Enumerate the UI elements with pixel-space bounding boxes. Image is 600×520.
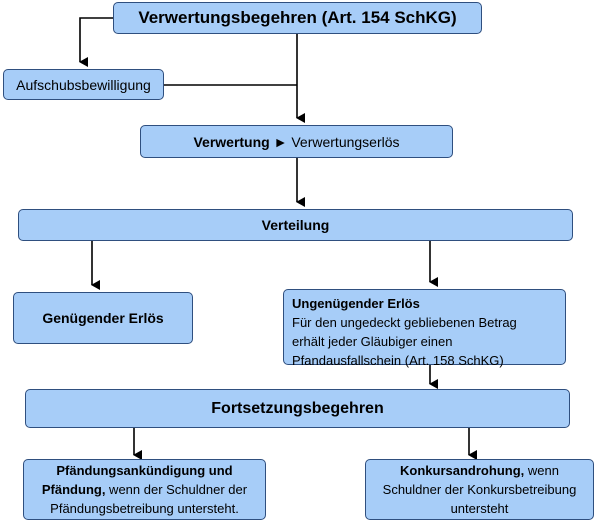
ungenuegender-erloes-box: Ungenügender Erlös Für den ungedeckt geb… <box>283 289 566 368</box>
verwertung-bold: Verwertung <box>193 133 270 150</box>
ungenuegender-line-2: erhält jeder Gläubiger einen <box>292 334 453 349</box>
genuegender-erloes-box: Genügender Erlös <box>13 292 193 344</box>
pfaendung-bold: Pfändung, <box>41 482 106 497</box>
pfaendung-line-1: Pfändungsankündigung und <box>56 463 233 478</box>
pfaendung-box: Pfändungsankündigung und Pfändung, wenn … <box>23 459 266 520</box>
verwertung-label: Verwertung ► Verwertungserlös <box>193 134 399 150</box>
konkurs-line-3: untersteht <box>450 501 509 516</box>
verwertungserloes-label: Verwertungserlös <box>291 133 400 150</box>
aufschubsbewilligung-box: Aufschubsbewilligung <box>3 69 164 100</box>
ungenuegender-erloes-title: Ungenügender Erlös <box>292 296 420 311</box>
ungenuegender-line-1: Für den ungedeckt gebliebenen Betrag <box>292 315 517 330</box>
verwertung-box: Verwertung ► Verwertungserlös <box>140 125 453 158</box>
pfaendung-line-3: Pfändungsbetreibung untersteht. <box>50 501 239 516</box>
verwertungsbegehren-label: Verwertungsbegehren (Art. 154 SchKG) <box>138 8 457 27</box>
arrow-to-aufschub <box>79 17 113 67</box>
konkurs-bold: Konkursandrohung, <box>400 463 525 478</box>
konkurs-line-1-rest: wenn <box>524 463 559 478</box>
konkursandrohung-box: Konkursandrohung, wenn Schuldner der Kon… <box>365 459 594 520</box>
pfaendung-line-2-rest: wenn der Schuldner der <box>105 482 248 497</box>
konkurs-line-1: Konkursandrohung, wenn <box>383 461 577 480</box>
verteilung-label: Verteilung <box>261 217 330 233</box>
aufschubsbewilligung-label: Aufschubsbewilligung <box>16 76 151 93</box>
fortsetzungsbegehren-label: Fortsetzungsbegehren <box>211 399 384 417</box>
fortsetzungsbegehren-box: Fortsetzungsbegehren <box>25 389 570 428</box>
konkurs-line-2: Schuldner der Konkursbetreibung <box>382 482 577 497</box>
verteilung-box: Verteilung <box>18 209 573 241</box>
ungenuegender-line-3: Pfandausfallschein (Art. 158 SchKG) <box>292 353 504 368</box>
genuegender-erloes-label: Genügender Erlös <box>42 310 164 326</box>
verwertungsbegehren-box: Verwertungsbegehren (Art. 154 SchKG) <box>113 2 482 34</box>
triangle-right-icon: ► <box>273 133 288 150</box>
pfaendung-line-2: Pfändung, wenn der Schuldner der <box>42 480 247 499</box>
